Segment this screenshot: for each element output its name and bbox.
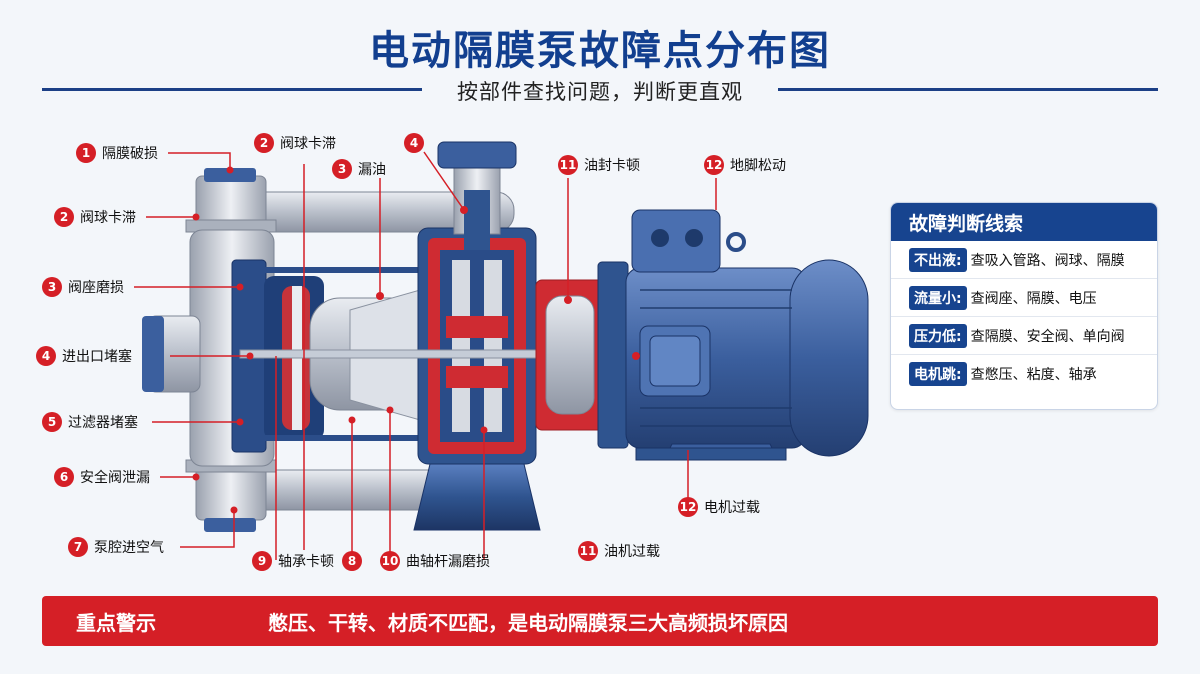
label-number: 3 [332,159,352,179]
label-top-ball-stuck: 2 阀球卡滞 [254,132,336,154]
label-number: 6 [54,467,74,487]
label-number: 4 [36,346,56,366]
panel-row: 流量小: 查阀座、隔膜、电压 [891,279,1157,317]
title-rule-left [42,88,422,91]
label-bottom-crank: 10 曲轴杆漏磨损 [380,550,490,572]
label-bottom-bearing: 9 轴承卡顿 [252,550,334,572]
diagnosis-panel: 故障判断线索 不出液: 查吸入管路、阀球、隔膜 流量小: 查阀座、隔膜、电压 压… [890,202,1158,410]
label-text: 阀球卡滞 [280,136,336,152]
label-number: 8 [342,551,362,571]
label-text: 阀座磨损 [68,280,124,296]
label-top-4: 4 [404,132,430,154]
label-number: 3 [42,277,62,297]
pump-pedestal [413,463,541,531]
panel-title: 故障判断线索 [891,203,1157,241]
label-number: 10 [380,551,400,571]
label-text: 阀球卡滞 [80,210,136,226]
page-title: 电动隔膜泵故障点分布图 [369,28,831,74]
label-text: 地脚松动 [730,158,786,174]
gearbox-housing [417,227,537,465]
label-text: 油封卡顿 [584,158,640,174]
label-text: 进出口堵塞 [62,349,132,365]
warning-bar: 重点警示 憋压、干转、材质不匹配，是电动隔膜泵三大高频损坏原因 [42,596,1158,646]
top-column [437,141,517,250]
panel-tag: 不出液: [909,247,967,272]
label-bottom-8: 8 [342,550,368,572]
label-text: 电机过载 [704,500,760,516]
label-bottom-oil-overload: 11 油机过载 [578,540,660,562]
warning-label: 重点警示 [76,610,156,635]
pump-diagram: 1 隔膜破损 2 阀球卡滞 3 阀座磨损 4 进出口堵塞 5 过滤器堵塞 6 安… [0,120,1200,590]
label-relief-valve-leak: 6 安全阀泄漏 [54,466,150,488]
panel-text: 查阀座、隔膜、电压 [970,290,1097,307]
label-number: 4 [404,133,424,153]
label-ball-stuck: 2 阀球卡滞 [54,206,136,228]
label-text: 轴承卡顿 [278,554,334,570]
panel-text: 查隔膜、安全阀、单向阀 [970,328,1125,345]
panel-text: 查吸入管路、阀球、隔膜 [970,252,1125,269]
panel-tag: 流量小: [909,285,967,310]
leader-lines [134,151,717,560]
label-text: 曲轴杆漏磨损 [406,554,490,570]
coupling-housing [535,261,629,449]
label-filter-blocked: 5 过滤器堵塞 [42,411,138,433]
label-diaphragm-broken: 1 隔膜破损 [76,142,158,164]
panel-row: 电机跳: 查憋压、粘度、轴承 [891,355,1157,393]
label-number: 12 [704,155,724,175]
label-seat-wear: 3 阀座磨损 [42,276,124,298]
electric-motor [625,209,869,461]
panel-text: 查憋压、粘度、轴承 [970,367,1097,383]
page-subtitle: 按部件查找问题，判断更直观 [457,80,743,104]
panel-row: 压力低: 查隔膜、安全阀、单向阀 [891,317,1157,355]
label-text: 油机过载 [604,544,660,560]
label-text: 安全阀泄漏 [80,470,150,486]
pump-illustration [134,141,869,560]
label-number: 1 [76,143,96,163]
label-number: 9 [252,551,272,571]
label-number: 2 [54,207,74,227]
label-motor-overload: 12 电机过载 [678,496,760,518]
label-number: 11 [558,155,578,175]
label-top-seal-stuck: 11 油封卡顿 [558,154,640,176]
label-top-oil-leak: 3 漏油 [332,158,386,180]
leader-dots [192,166,640,514]
panel-tag: 电机跳: [909,362,967,386]
label-text: 隔膜破损 [102,146,158,162]
label-text: 过滤器堵塞 [68,415,138,431]
panel-tag: 压力低: [909,323,967,348]
label-number: 5 [42,412,62,432]
label-text: 泵腔进空气 [94,540,164,556]
label-port-blocked: 4 进出口堵塞 [36,345,132,367]
title-rule-right [778,88,1158,91]
label-top-foot-loose: 12 地脚松动 [704,154,786,176]
warning-text: 憋压、干转、材质不匹配，是电动隔膜泵三大高频损坏原因 [268,610,788,635]
label-text: 漏油 [358,162,386,178]
panel-row: 不出液: 查吸入管路、阀球、隔膜 [891,241,1157,279]
inlet-port [142,315,201,393]
label-number: 7 [68,537,88,557]
label-number: 11 [578,541,598,561]
label-number: 12 [678,497,698,517]
label-air-ingress: 7 泵腔进空气 [68,536,164,558]
label-number: 2 [254,133,274,153]
